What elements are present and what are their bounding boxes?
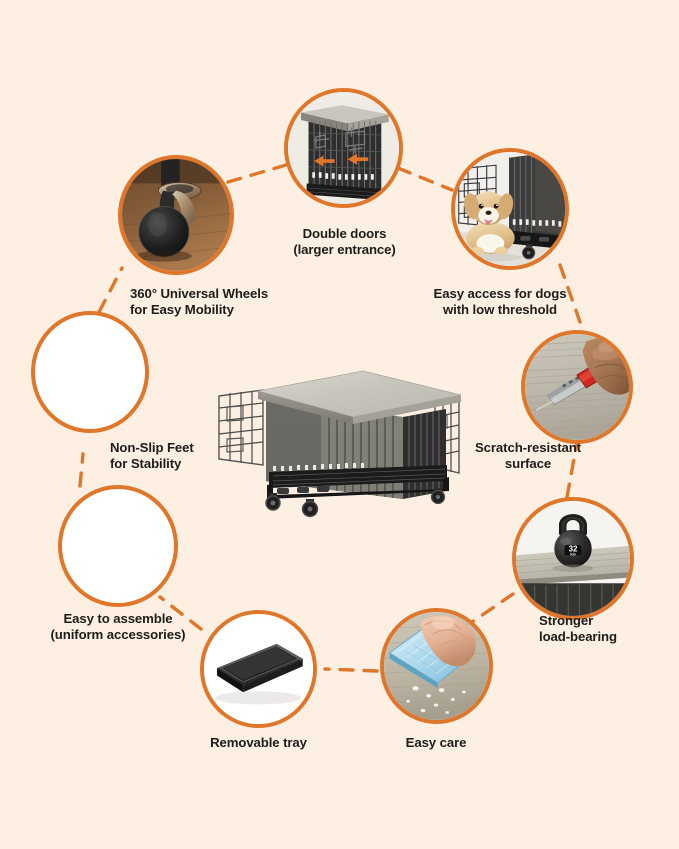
caption-scratch-resistant: Scratch-resistant surface — [474, 440, 582, 472]
crate-base-frame — [267, 477, 449, 499]
kettlebell-on-crate-top-photo: 32 KG — [516, 501, 630, 616]
feature-bubble-non-slip-feet[interactable] — [31, 311, 149, 433]
feature-bubble-wheels[interactable] — [118, 155, 234, 275]
connector-wheels-to-doors — [226, 163, 288, 184]
crate-top-edge-left — [258, 391, 353, 424]
crate-trim-dots — [273, 463, 364, 471]
feature-bubble-easy-assemble[interactable] — [58, 485, 178, 607]
wiping-cloth-photo — [384, 612, 489, 720]
left-open-door — [218, 389, 264, 466]
microfiber-cloth — [388, 624, 475, 689]
feature-bubble-scratch-resistant[interactable] — [521, 330, 633, 444]
kettlebell: 32 KG — [554, 514, 592, 568]
crate-caster-wheels — [265, 488, 446, 518]
right-door-latch — [345, 127, 366, 154]
crate-top-edge-right — [353, 395, 461, 424]
crate-double-door-photo — [288, 92, 399, 204]
blank-circle-placeholder — [62, 489, 174, 603]
caption-low-threshold: Easy access for dogs with low threshold — [433, 286, 567, 318]
caption-double-doors: Double doors (larger entrance) — [293, 226, 396, 258]
kettlebell-weight-unit: KG — [570, 553, 576, 557]
caption-easy-care: Easy care — [405, 735, 467, 750]
connector-assemble-to-nonslip — [78, 452, 85, 488]
feature-bubble-load-bearing[interactable]: 32 KG — [512, 497, 634, 620]
tray-shape — [217, 643, 303, 693]
caption-non-slip-feet: Non-Slip Feet for Stability — [110, 440, 194, 472]
caption-wheels: 360° Universal Wheels for Easy Mobility — [130, 286, 269, 318]
blank-circle-placeholder — [35, 315, 145, 429]
hand-wiping — [420, 615, 476, 667]
water-droplets — [406, 686, 466, 714]
puppy-entering-crate-photo — [455, 152, 565, 266]
left-door-latch — [314, 131, 330, 149]
feature-bubble-easy-care[interactable] — [380, 608, 493, 724]
feature-bubble-low-threshold[interactable] — [451, 148, 569, 270]
caption-load-bearing: Stronger load-bearing — [539, 613, 617, 645]
connector-care-to-tray — [323, 667, 379, 673]
utility-knife-scratch-test-photo — [525, 334, 629, 440]
door-indicator-arrows — [314, 153, 369, 167]
kettlebell-weight-value: 32 — [569, 544, 578, 553]
feature-bubble-double-doors[interactable] — [284, 88, 403, 208]
puppy-illustration — [463, 191, 515, 256]
connector-nonslip-to-wheels — [97, 266, 124, 314]
connector-load-to-care — [470, 592, 515, 624]
black-removable-tray-photo — [204, 614, 313, 724]
connector-doors-to-threshold — [396, 166, 454, 192]
caption-easy-assemble: Easy to assemble (uniform accessories) — [50, 611, 186, 643]
hero-product-image — [203, 333, 473, 518]
feature-bubble-removable-tray[interactable] — [200, 610, 317, 728]
caption-removable-tray: Removable tray — [210, 735, 307, 750]
caster-wheel-photo — [122, 159, 230, 271]
